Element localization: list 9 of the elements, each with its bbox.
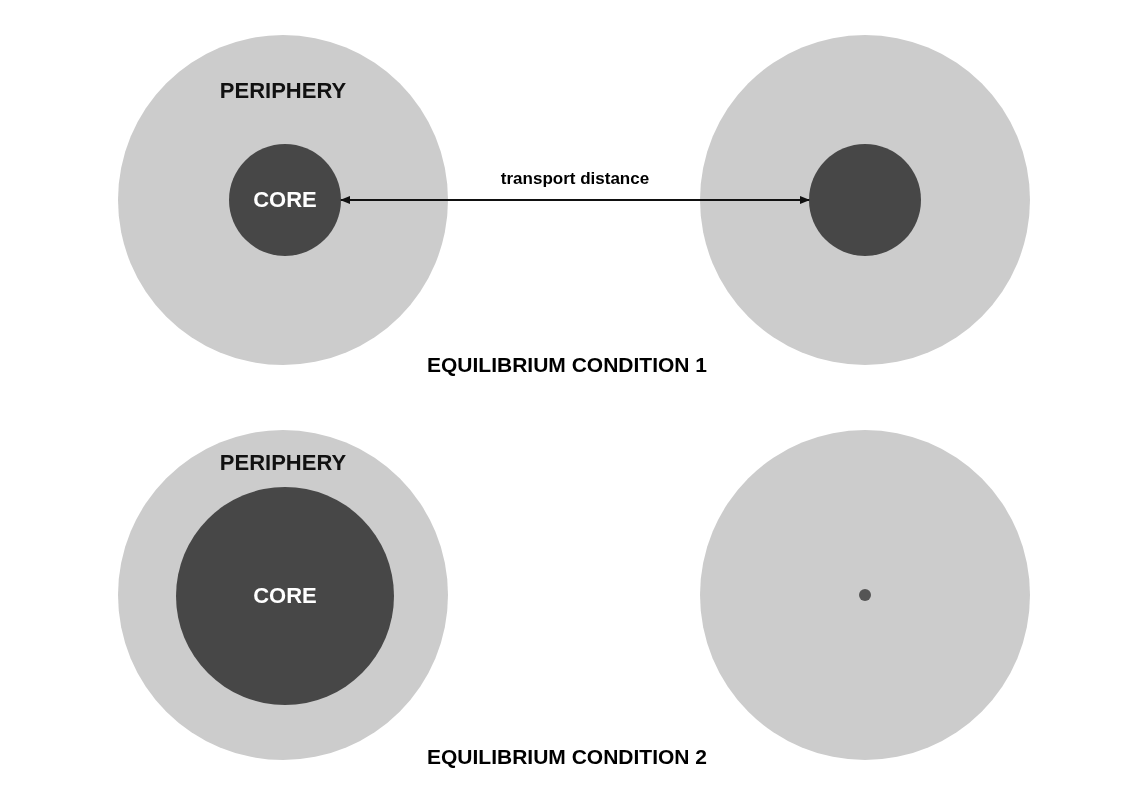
edge-label: transport distance	[500, 169, 650, 189]
condition-caption: EQUILIBRIUM CONDITION 2	[427, 745, 707, 769]
double-arrow	[340, 196, 810, 204]
circle-label: CORE	[252, 583, 318, 609]
circle-label: PERIPHERY	[218, 450, 348, 476]
condition-caption: EQUILIBRIUM CONDITION 1	[427, 353, 707, 377]
circle-label: CORE	[252, 187, 318, 213]
dot	[859, 589, 871, 601]
circle-label: PERIPHERY	[218, 78, 348, 105]
